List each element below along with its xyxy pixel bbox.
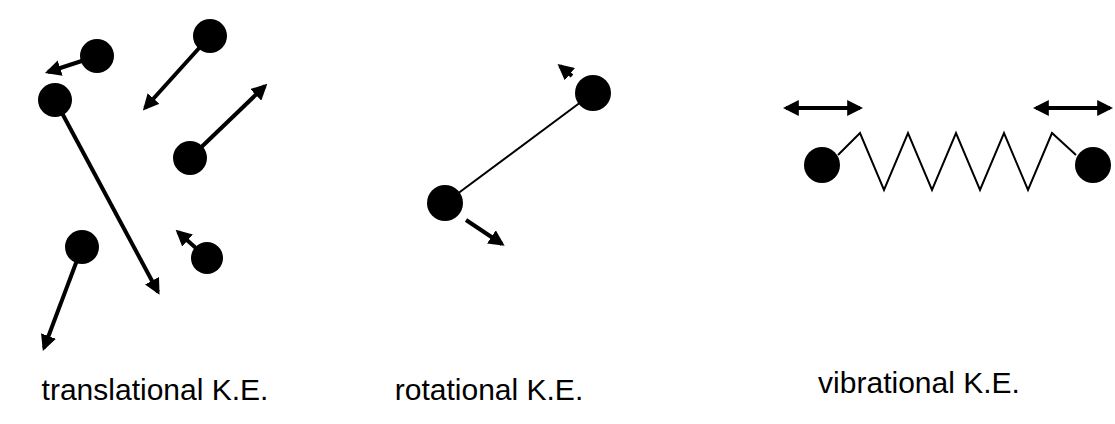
energy-type-label: rotational K.E.	[395, 372, 583, 408]
translational-balls	[38, 19, 227, 274]
translational-molecules	[44, 36, 265, 348]
rotating-molecule	[427, 66, 611, 244]
vibrating-molecule	[786, 108, 1111, 190]
energy-type-label: translational K.E.	[42, 372, 269, 408]
energy-type-label: vibrational K.E.	[818, 365, 1020, 401]
